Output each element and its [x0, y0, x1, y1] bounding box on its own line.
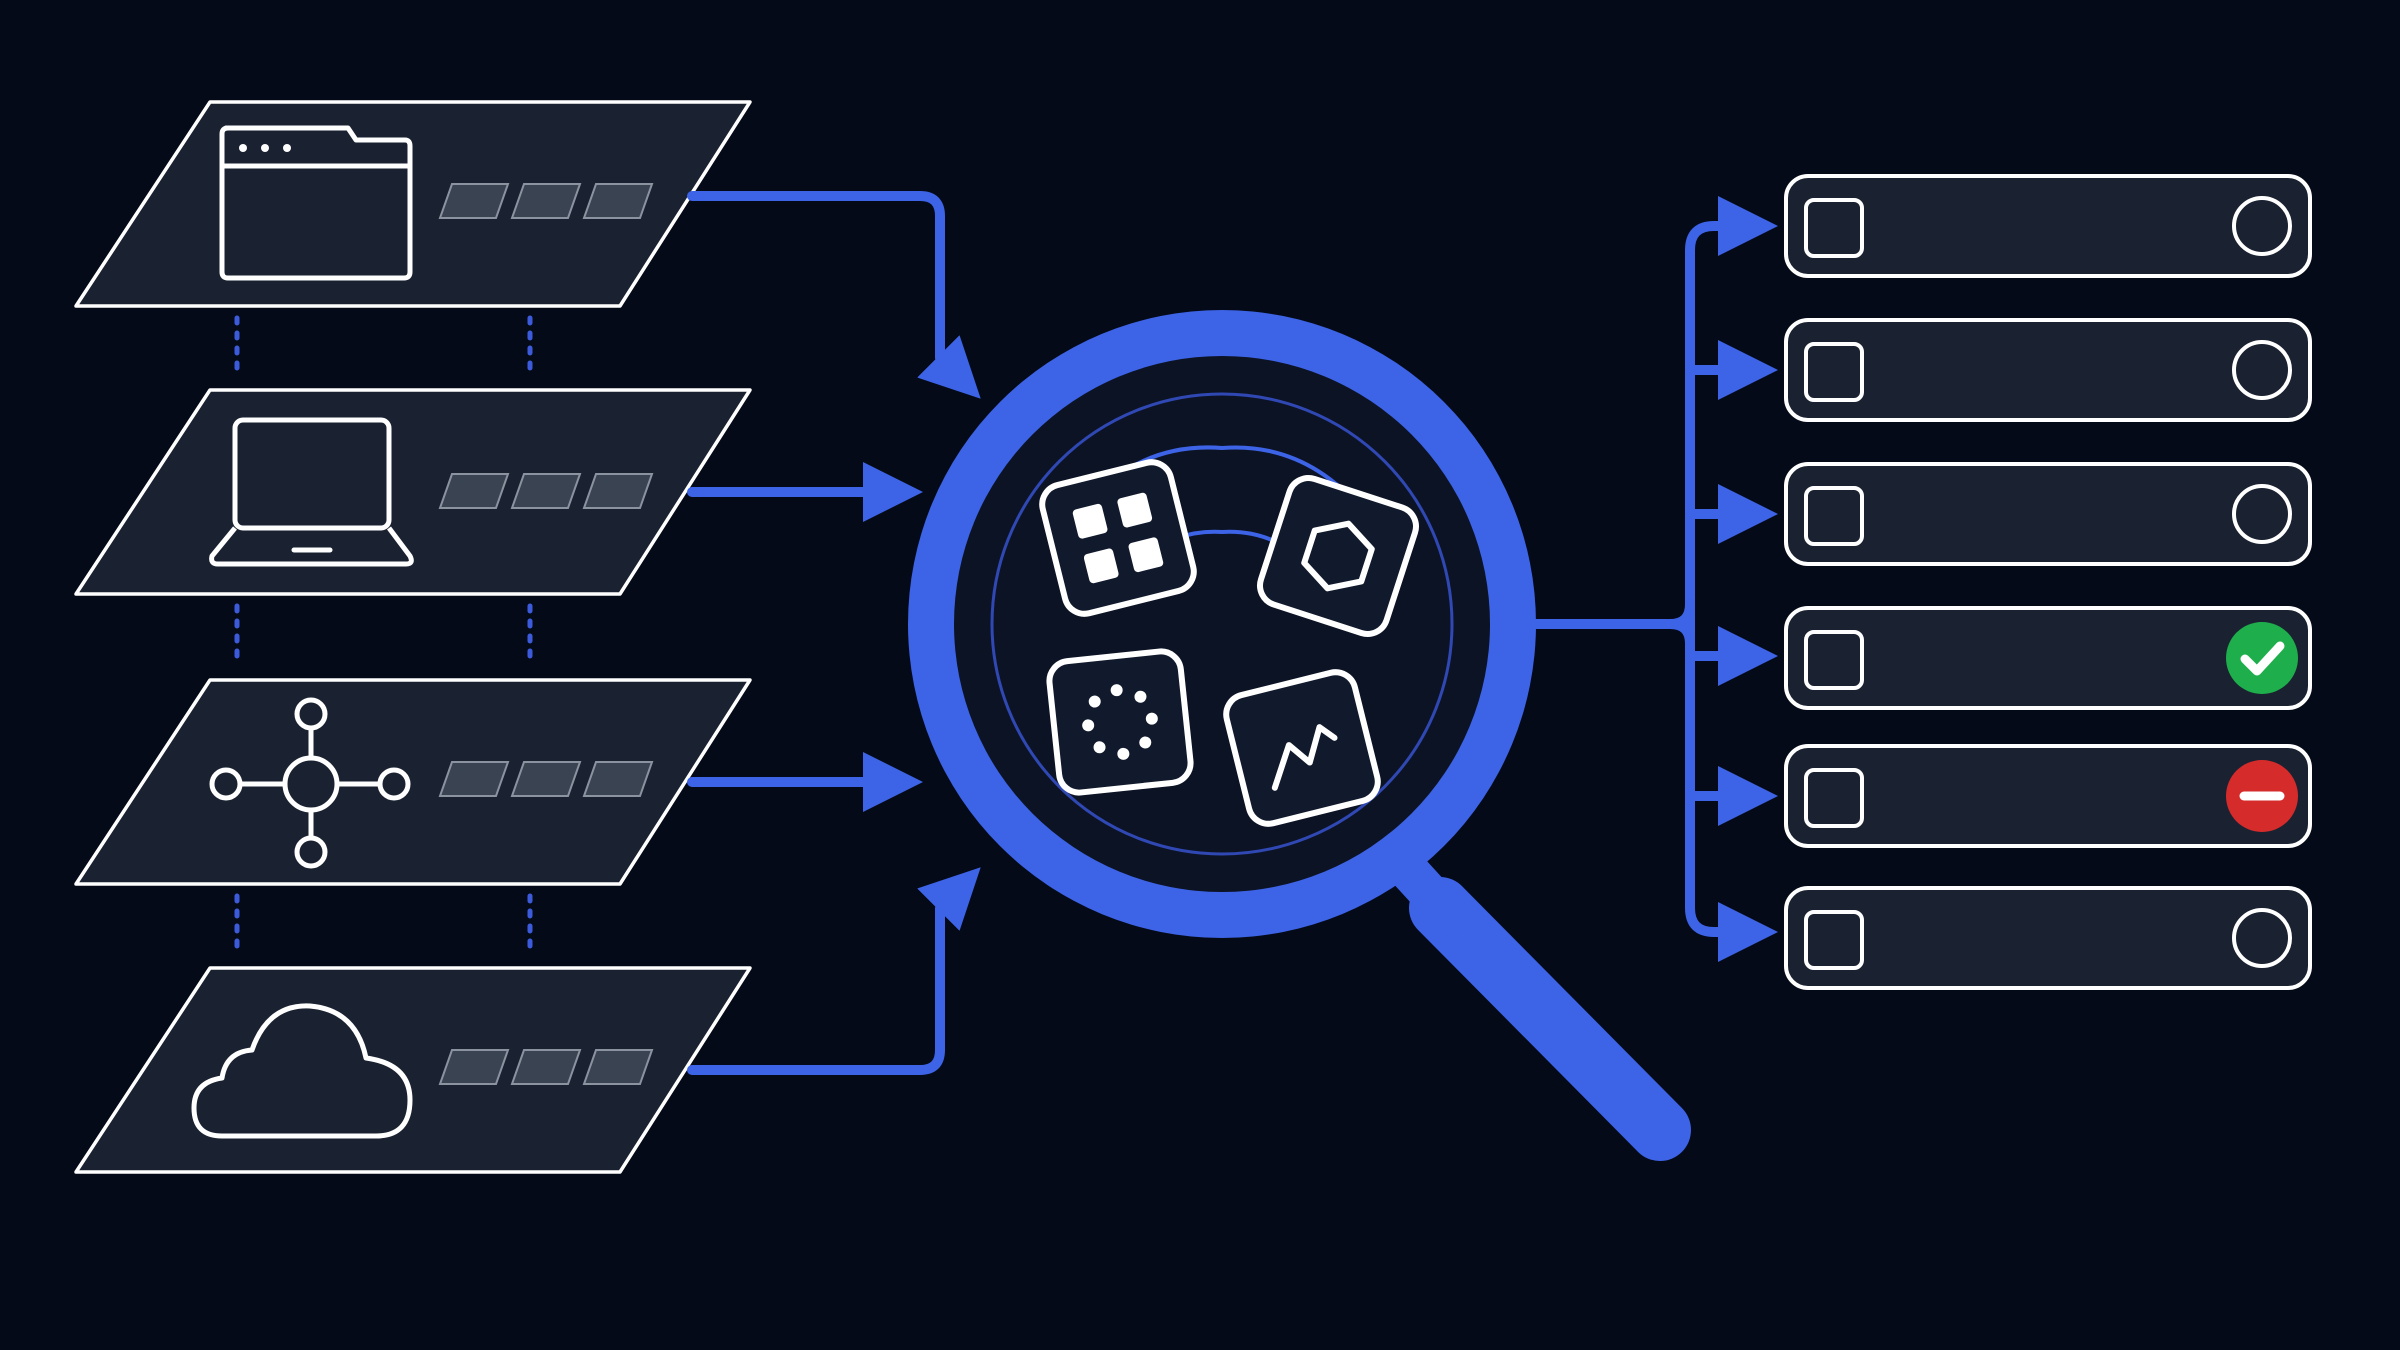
- result-row-frame: [1784, 462, 2312, 566]
- row-checkbox[interactable]: [1804, 342, 1864, 402]
- output-arrows: [1531, 196, 1779, 962]
- layer-panel: [74, 966, 752, 1174]
- chip: [438, 183, 510, 219]
- minus-circle-icon: [2226, 760, 2298, 832]
- hexagon-icon: [1257, 475, 1419, 637]
- layer-laptop: [74, 388, 752, 596]
- layer-panel: [74, 100, 752, 308]
- row-checkbox[interactable]: [1804, 768, 1864, 828]
- magnifying-glass-icon: [908, 310, 1691, 1161]
- chip: [510, 761, 582, 797]
- input-arrows: [687, 191, 981, 1075]
- chip: [582, 1049, 654, 1085]
- empty-circle-icon: [2232, 484, 2292, 544]
- layer-panel: [74, 388, 752, 596]
- chip-group: [438, 1049, 654, 1085]
- trunk-join: [1665, 599, 1695, 649]
- chip: [582, 761, 654, 797]
- empty-circle-icon: [2232, 908, 2292, 968]
- input-arrow: [687, 191, 981, 399]
- result-row-frame: [1784, 606, 2312, 710]
- chip-group: [438, 473, 654, 509]
- chip: [582, 473, 654, 509]
- laptop-icon: [209, 417, 414, 567]
- result-row[interactable]: [1784, 318, 2312, 422]
- empty-circle-icon: [2232, 340, 2292, 400]
- result-row[interactable]: [1784, 886, 2312, 990]
- layer-network: [74, 678, 752, 886]
- chip-group: [438, 183, 654, 219]
- chip: [438, 761, 510, 797]
- result-row-frame: [1784, 174, 2312, 278]
- network-hub-icon: [209, 697, 411, 869]
- bus-line: [1685, 221, 1757, 937]
- layer-browser: [74, 100, 752, 308]
- chip: [438, 1049, 510, 1085]
- result-row[interactable]: [1784, 744, 2312, 848]
- result-row[interactable]: [1784, 174, 2312, 278]
- result-row[interactable]: [1784, 462, 2312, 566]
- chip: [510, 183, 582, 219]
- dotted-ring-icon: [1046, 648, 1194, 796]
- row-checkbox[interactable]: [1804, 910, 1864, 970]
- layer-cloud: [74, 966, 752, 1174]
- cloud-icon: [191, 1003, 413, 1139]
- magnifier-neck: [1388, 850, 1470, 936]
- input-arrow: [687, 867, 981, 1075]
- row-checkbox[interactable]: [1804, 630, 1864, 690]
- chip-group: [438, 761, 654, 797]
- chip: [510, 1049, 582, 1085]
- grid-app-icon: [1039, 459, 1197, 617]
- chip: [510, 473, 582, 509]
- chip: [438, 473, 510, 509]
- result-list: [1784, 174, 2312, 990]
- check-circle-icon: [2226, 622, 2298, 694]
- chip: [582, 183, 654, 219]
- result-row-frame: [1784, 886, 2312, 990]
- result-row-frame: [1784, 318, 2312, 422]
- magnifier-lens: [954, 356, 1490, 892]
- empty-circle-icon: [2232, 196, 2292, 256]
- row-checkbox[interactable]: [1804, 486, 1864, 546]
- layer-dotted-connectors: [234, 315, 533, 953]
- row-checkbox[interactable]: [1804, 198, 1864, 258]
- lens-inner-ring: [990, 392, 1454, 856]
- result-row[interactable]: [1784, 606, 2312, 710]
- result-row-frame: [1784, 744, 2312, 848]
- browser-window-icon: [219, 125, 413, 281]
- magnifier-handle: [1409, 877, 1691, 1161]
- layer-panel: [74, 678, 752, 886]
- line-chart-icon: [1223, 669, 1381, 827]
